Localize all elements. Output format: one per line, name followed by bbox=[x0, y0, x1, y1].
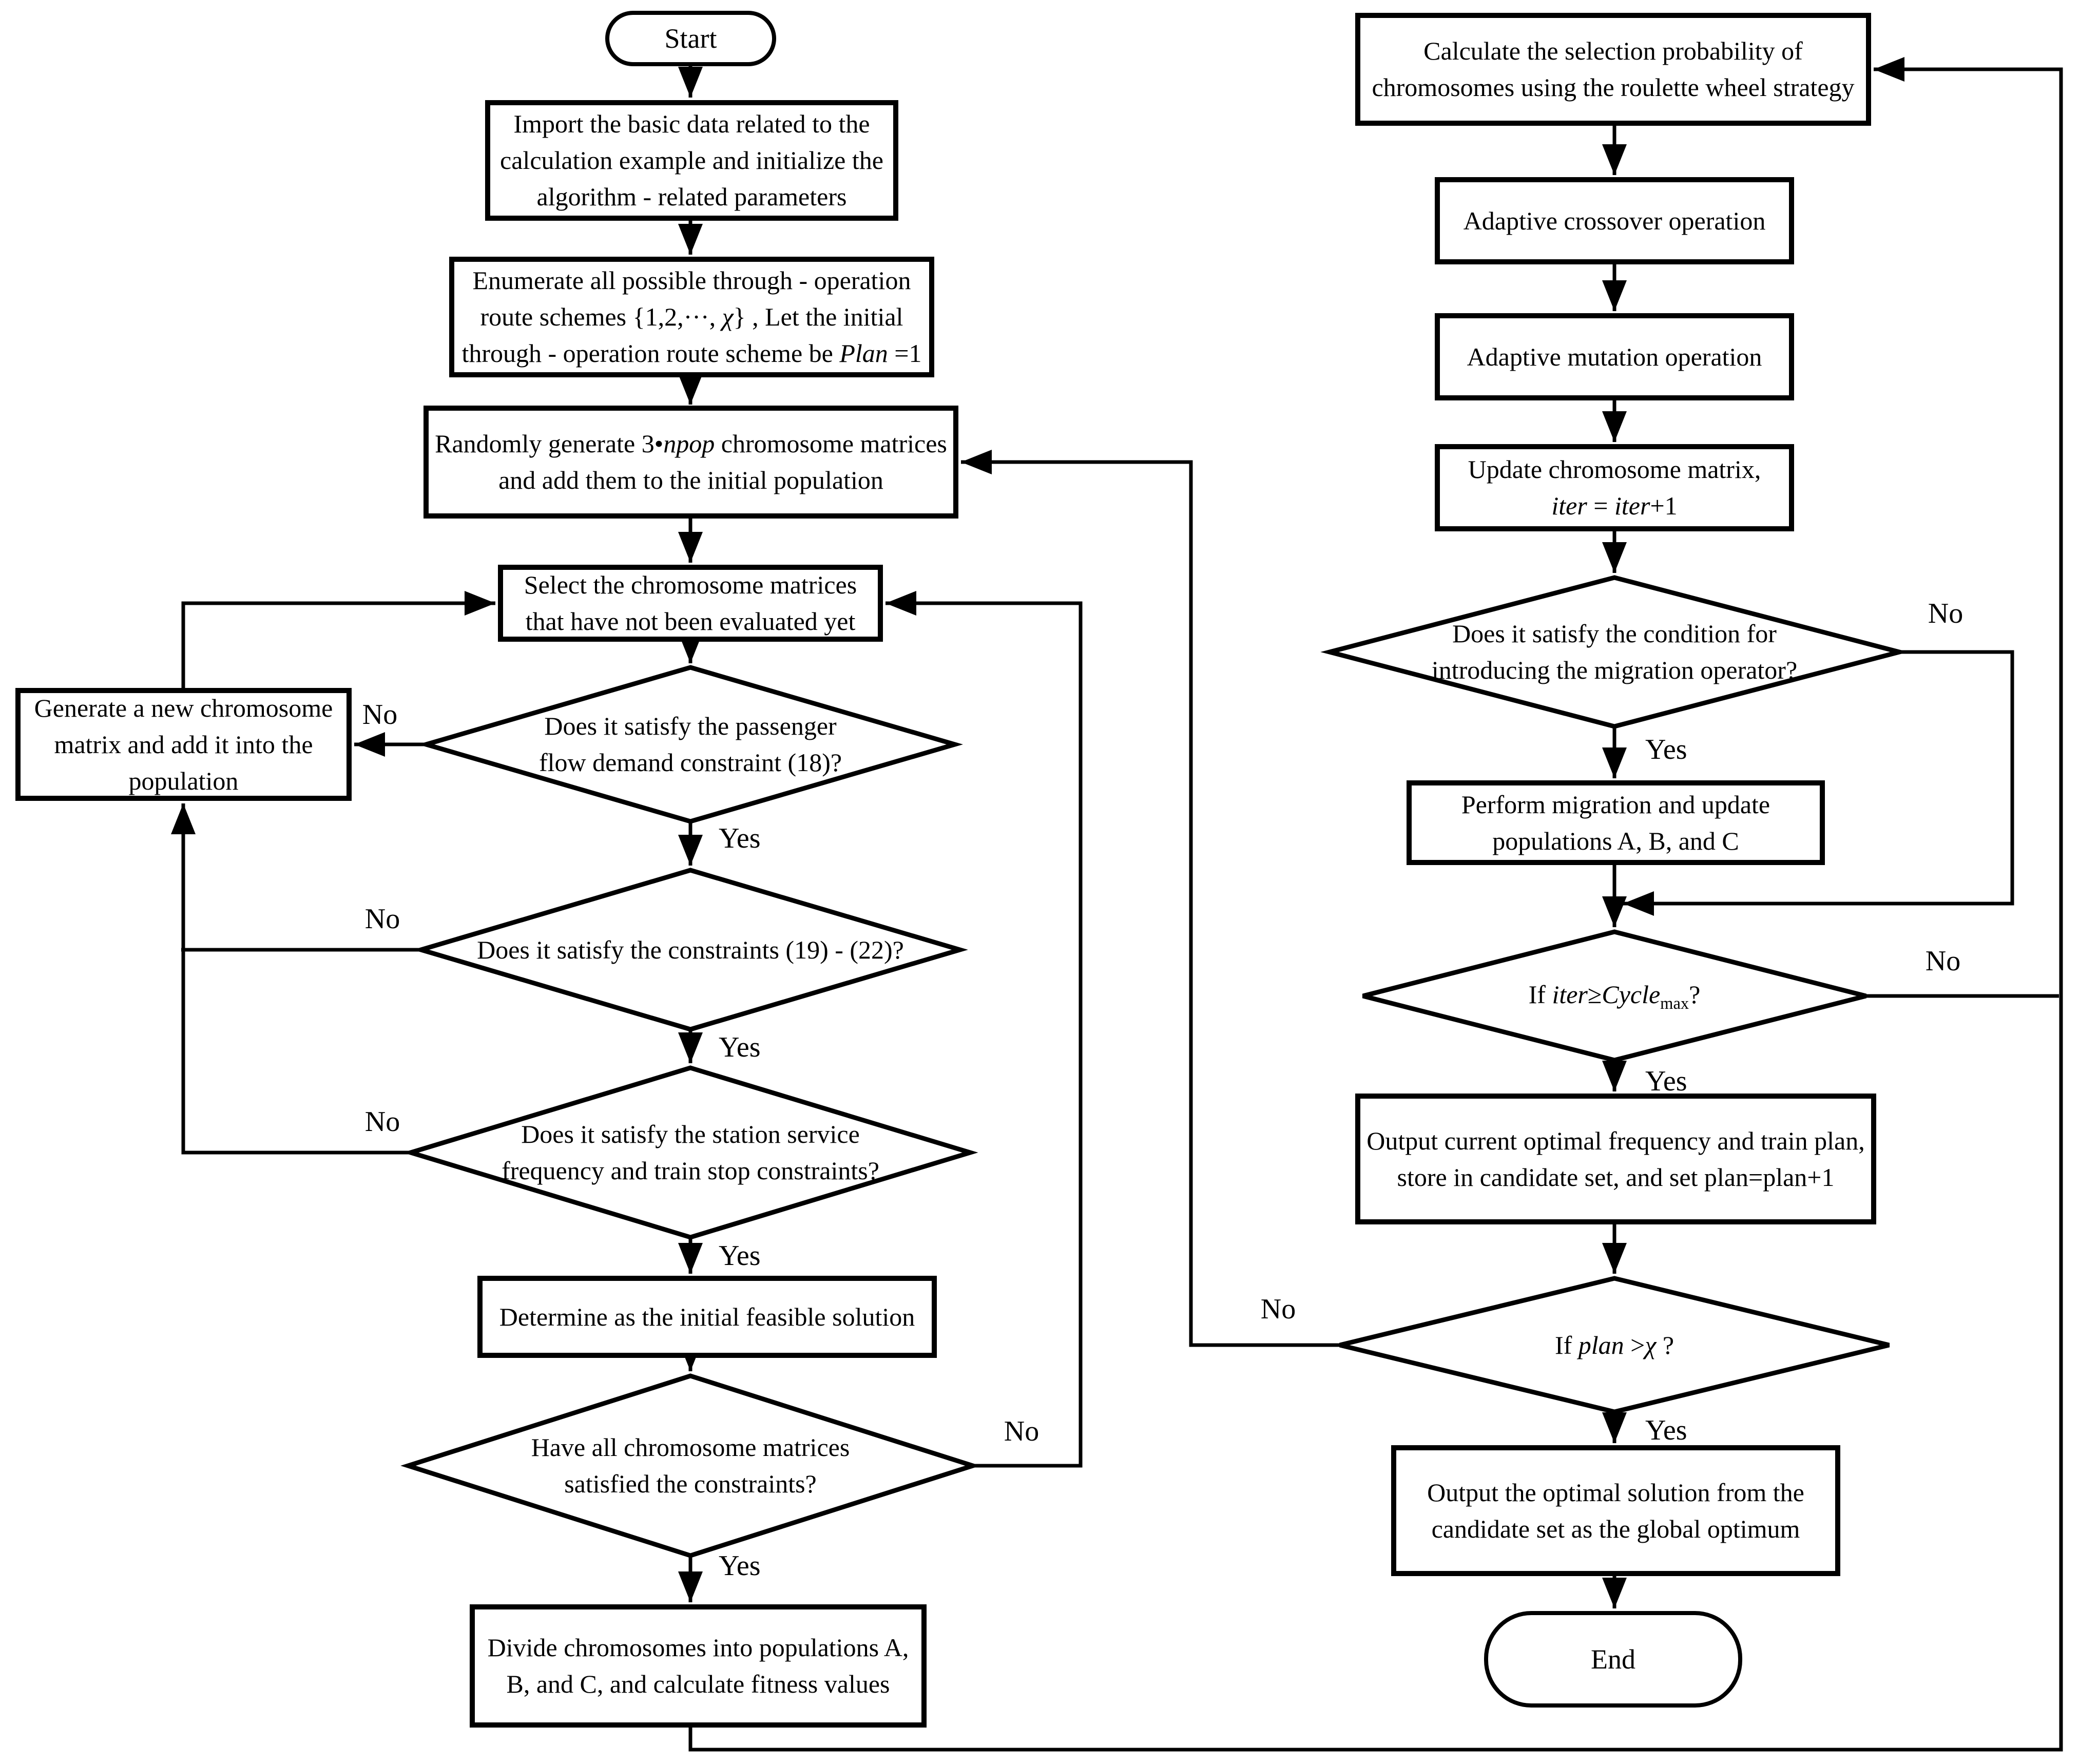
end-terminator bbox=[1484, 1611, 1742, 1708]
edge-label-yes-constraints: Yes bbox=[719, 1031, 761, 1063]
divide-box bbox=[470, 1604, 927, 1728]
migration-diamond bbox=[1320, 575, 1909, 729]
output-current-label: Output current optimal frequency and tra… bbox=[1366, 1126, 1865, 1192]
divide-label: Divide chromosomes into populations A,B,… bbox=[487, 1633, 909, 1698]
edge-label-yes-allmatrices: Yes bbox=[719, 1550, 761, 1582]
edge-generate-to-select bbox=[181, 591, 495, 691]
constraints-diamond bbox=[413, 868, 968, 1032]
mutation-box bbox=[1435, 313, 1794, 400]
roulette-box bbox=[1355, 13, 1871, 126]
crossover-box bbox=[1435, 177, 1794, 264]
random-generate-label: Randomly generate 3•npop chromosome matr… bbox=[435, 429, 947, 494]
edge-label-no-constraints: No bbox=[364, 903, 400, 935]
plan-chi-label: If plan >χ ? bbox=[1554, 1330, 1674, 1359]
passenger-flow-diamond bbox=[417, 665, 964, 824]
import-box bbox=[485, 100, 898, 221]
edge-label-yes-passenger: Yes bbox=[719, 822, 761, 854]
end-label: End bbox=[1591, 1643, 1635, 1675]
station-service-diamond bbox=[402, 1065, 978, 1240]
select-matrices-box bbox=[498, 565, 883, 642]
edge-divide-to-roulette bbox=[688, 57, 2063, 1752]
enumerate-label: Enumerate all possible through - operati… bbox=[461, 266, 922, 368]
cycle-max-label: If iter≥Cyclemax? bbox=[1528, 980, 1701, 1013]
edge-station-no bbox=[171, 803, 411, 1155]
edge-label-no-allmatrices: No bbox=[1004, 1415, 1040, 1447]
crossover-label: Adaptive crossover operation bbox=[1463, 206, 1766, 235]
determine-box bbox=[477, 1276, 937, 1358]
start-label: Start bbox=[664, 23, 717, 54]
generate-new-box bbox=[15, 688, 352, 801]
start-terminator bbox=[605, 11, 776, 66]
edge-label-yes-station: Yes bbox=[719, 1240, 761, 1272]
edge-label-yes-migration: Yes bbox=[1645, 734, 1687, 765]
determine-label: Determine as the initial feasible soluti… bbox=[499, 1302, 915, 1331]
edge-label-yes-plan: Yes bbox=[1645, 1414, 1687, 1446]
edge-label-no-passenger: No bbox=[362, 699, 398, 731]
cycle-max-diamond bbox=[1362, 929, 1867, 1063]
edge-label-no-station: No bbox=[364, 1106, 400, 1138]
output-current-box bbox=[1355, 1094, 1876, 1224]
all-matrices-diamond bbox=[400, 1373, 980, 1558]
perform-migration-box bbox=[1407, 780, 1825, 865]
edge-label-no-cycle: No bbox=[1925, 945, 1961, 977]
constraints-label: Does it satisfy the constraints (19) - (… bbox=[477, 935, 904, 964]
edge-label-yes-cycle: Yes bbox=[1645, 1065, 1687, 1097]
edge-label-no-plan: No bbox=[1260, 1293, 1296, 1325]
edge-label-no-migration: No bbox=[1928, 598, 1964, 629]
output-optimal-box bbox=[1391, 1445, 1840, 1576]
edge-plan-no bbox=[961, 450, 1340, 1347]
update-matrix-box bbox=[1435, 444, 1794, 531]
edge-migration-no bbox=[1623, 650, 2014, 916]
enumerate-box bbox=[449, 257, 934, 377]
plan-chi-diamond bbox=[1339, 1276, 1890, 1414]
random-generate-box bbox=[424, 406, 958, 519]
update-matrix-label: Update chromosome matrix,iter = iter+1 bbox=[1468, 455, 1761, 520]
edge-allmatrices-no bbox=[886, 591, 1083, 1468]
mutation-label: Adaptive mutation operation bbox=[1467, 342, 1762, 371]
